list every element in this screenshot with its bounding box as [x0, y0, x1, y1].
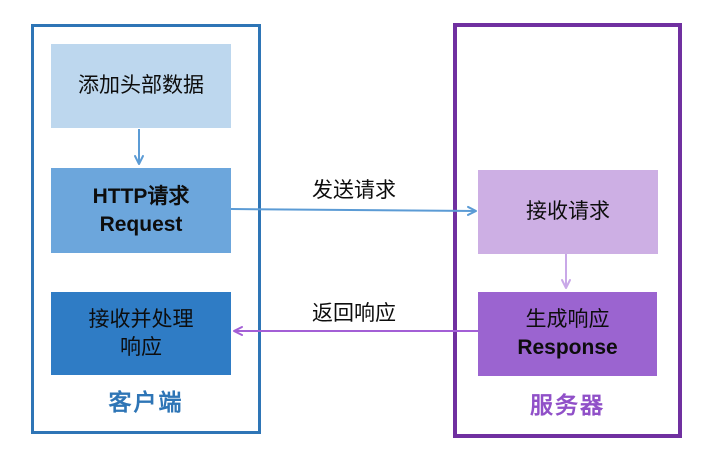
receive-process-line2: 响应 — [120, 335, 162, 359]
http-request-line1: HTTP请求 — [92, 184, 190, 208]
send-request-label: 发送请求 — [312, 179, 396, 202]
client-label: 客户端 — [108, 389, 184, 415]
receive-process-response-box: 接收并处理 响应 — [51, 292, 231, 375]
http-request-box: HTTP请求 Request — [51, 168, 231, 253]
receive-process-line1: 接收并处理 — [88, 307, 194, 331]
client-container: 客户端 — [31, 24, 261, 434]
add-header-box: 添加头部数据 — [51, 44, 231, 128]
generate-response-box: 生成响应 Response — [478, 292, 657, 376]
generate-response-line2: Response — [517, 336, 618, 359]
send-request-arrow — [230, 205, 477, 216]
add-header-text: 添加头部数据 — [78, 74, 204, 98]
http-request-line2: Request — [99, 212, 183, 236]
server-label: 服务器 — [530, 392, 605, 418]
server-container: 服务器 — [453, 23, 682, 438]
receive-request-box: 接收请求 — [478, 170, 658, 254]
receive-request-text: 接收请求 — [526, 200, 610, 224]
return-response-label: 返回响应 — [312, 302, 396, 325]
generate-response-line1: 生成响应 — [525, 308, 610, 332]
